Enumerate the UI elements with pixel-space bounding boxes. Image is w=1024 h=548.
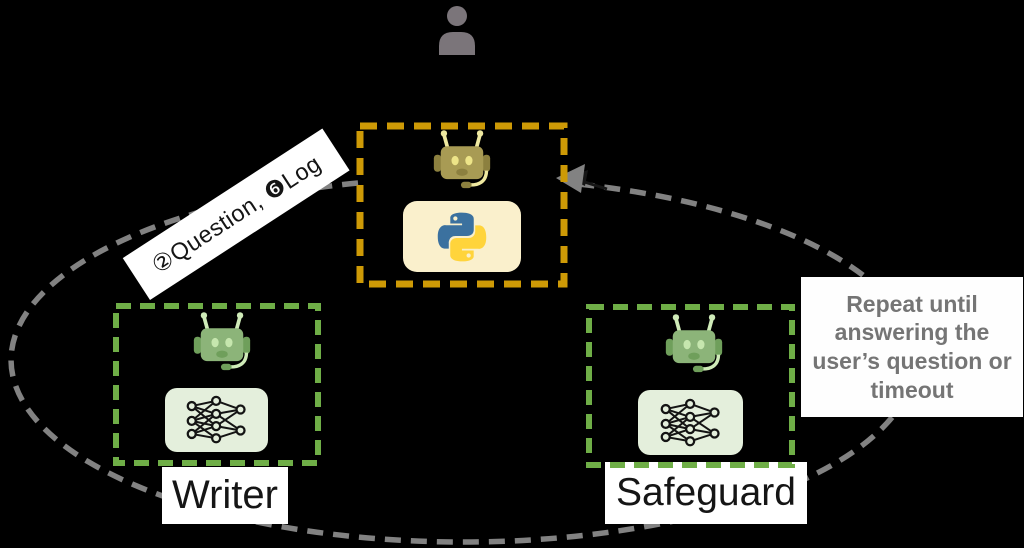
repeat-note-line: Repeat until — [846, 290, 978, 317]
arrowhead-icon — [566, 170, 588, 186]
robot-icon — [193, 312, 251, 371]
safeguard-model-card — [638, 390, 743, 455]
robot-icon — [665, 314, 723, 373]
arrowhead-icon — [556, 164, 585, 193]
safeguard-label-text: Safeguard — [616, 471, 796, 514]
safeguard-label: Safeguard — [605, 462, 807, 524]
user-icon — [439, 6, 475, 55]
repeat-note-line: answering the — [834, 319, 990, 346]
repeat-note-line: timeout — [870, 376, 954, 403]
writer-robot — [188, 310, 256, 379]
writer-label-text: Writer — [172, 473, 278, 517]
python-logo-icon — [437, 212, 487, 261]
writer-label: Writer — [162, 467, 288, 524]
repeat-note-line: user’s question or — [812, 348, 1012, 374]
robot-icon — [433, 130, 491, 189]
flow-step-label-text: ②Question, ❻Log — [146, 149, 326, 279]
repeat-note: Repeat until answering the user’s questi… — [801, 277, 1023, 417]
safeguard-robot — [660, 312, 728, 381]
neural-network-icon — [660, 398, 720, 446]
orchestrator-robot — [428, 128, 496, 197]
python-card — [403, 201, 521, 272]
arrowhead-icon — [577, 178, 608, 191]
flow-step-label: ②Question, ❻Log — [122, 128, 350, 300]
writer-model-card — [165, 388, 268, 452]
neural-network-icon — [186, 395, 246, 444]
